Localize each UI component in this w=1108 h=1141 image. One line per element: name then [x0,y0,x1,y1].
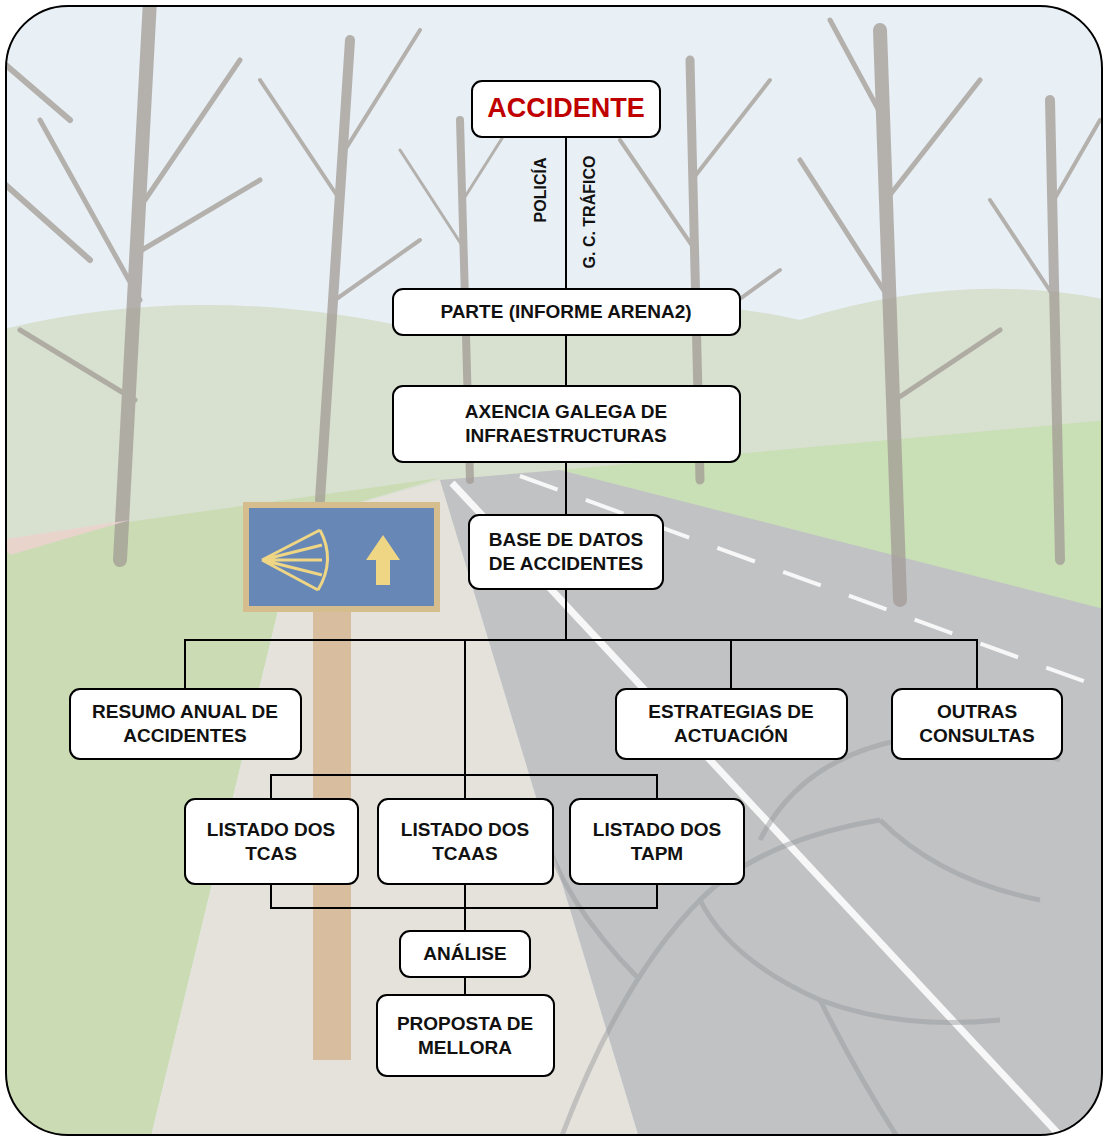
box-text: BASE DE DATOS DE ACCIDENTES [484,528,648,576]
connector-line [565,336,567,385]
box-text: LISTADO DOS TCAAS [393,818,538,866]
edge-side-label: POLICÍA [532,158,550,223]
process-box: LISTADO DOS TCAS [184,798,359,885]
box-text: ACCIDENTE [487,92,645,126]
box-text: LISTADO DOS TCAS [200,818,343,866]
box-text: OUTRAS CONSULTAS [907,700,1047,748]
process-box: ANÁLISE [399,930,531,978]
connector-line [565,463,567,514]
connector-line [565,138,567,288]
connector-line [465,590,566,798]
edge-side-label: G. C. TRÁFICO [581,156,599,269]
connector-line [271,590,566,798]
process-box: AXENCIA GALEGA DE INFRAESTRUCTURAS [392,385,741,463]
box-text: LISTADO DOS TAPM [585,818,729,866]
process-box: BASE DE DATOS DE ACCIDENTES [468,514,664,590]
box-text: ANÁLISE [423,942,506,966]
box-text: PROPOSTA DE MELLORA [392,1012,539,1060]
box-text: ESTRATEGIAS DE ACTUACIÓN [631,700,832,748]
connector-line [465,885,657,930]
process-box: ESTRATEGIAS DE ACTUACIÓN [615,688,848,760]
box-text: RESUMO ANUAL DE ACCIDENTES [85,700,286,748]
connector-line [464,978,466,994]
box-text: PARTE (INFORME ARENA2) [440,300,691,324]
connector-line [566,590,977,688]
box-text: AXENCIA GALEGA DE INFRAESTRUCTURAS [408,400,725,448]
process-box: LISTADO DOS TAPM [569,798,745,885]
process-box: PROPOSTA DE MELLORA [376,994,555,1077]
process-box: LISTADO DOS TCAAS [377,798,554,885]
process-box: OUTRAS CONSULTAS [891,688,1063,760]
connector-line [271,885,465,930]
process-box: PARTE (INFORME ARENA2) [392,288,741,336]
process-box: RESUMO ANUAL DE ACCIDENTES [69,688,302,760]
process-box: ACCIDENTE [471,80,661,138]
